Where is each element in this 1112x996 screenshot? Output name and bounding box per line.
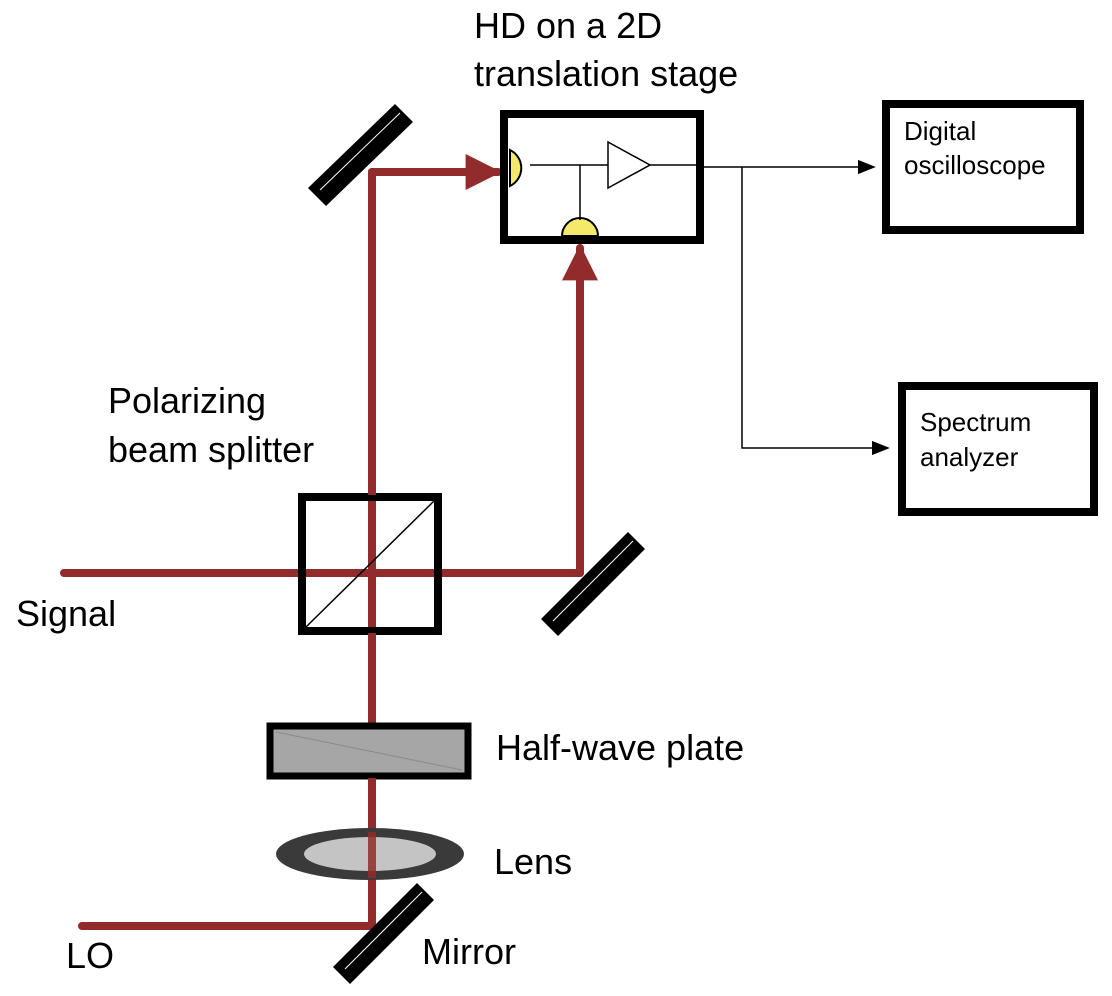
photodiode-left [509, 148, 523, 188]
mirror-top-left [308, 104, 413, 206]
lens-label: Lens [494, 841, 572, 882]
half-wave-plate [266, 722, 472, 780]
oscilloscope-label-line1: Digital [904, 116, 976, 146]
spectrum-label-line2: analyzer [920, 442, 1019, 472]
pbs-label-line2: beam splitter [108, 429, 314, 470]
mirror-right [541, 532, 645, 636]
spectrum-label-line1: Spectrum [920, 407, 1031, 437]
signal-label: Signal [16, 593, 116, 634]
amplifier-icon [607, 140, 652, 190]
homodyne-detector [500, 110, 704, 244]
polarizing-beam-splitter [298, 493, 442, 635]
photodiode-bottom [560, 217, 600, 237]
beam-paths [60, 154, 598, 930]
spectrum-analyzer-box [898, 382, 1098, 516]
hd-label-line1: HD on a 2D [474, 5, 662, 46]
signal-output-lines [700, 159, 890, 456]
lo-label: LO [66, 935, 114, 976]
half-wave-plate-label: Half-wave plate [496, 727, 744, 768]
pbs-label-line1: Polarizing [108, 380, 266, 421]
mirror-bottom [333, 883, 434, 984]
oscilloscope-box [882, 100, 1084, 234]
hd-label-line2: translation stage [474, 53, 738, 94]
mirror-label: Mirror [422, 931, 516, 972]
oscilloscope-label-line2: oscilloscope [904, 150, 1046, 180]
